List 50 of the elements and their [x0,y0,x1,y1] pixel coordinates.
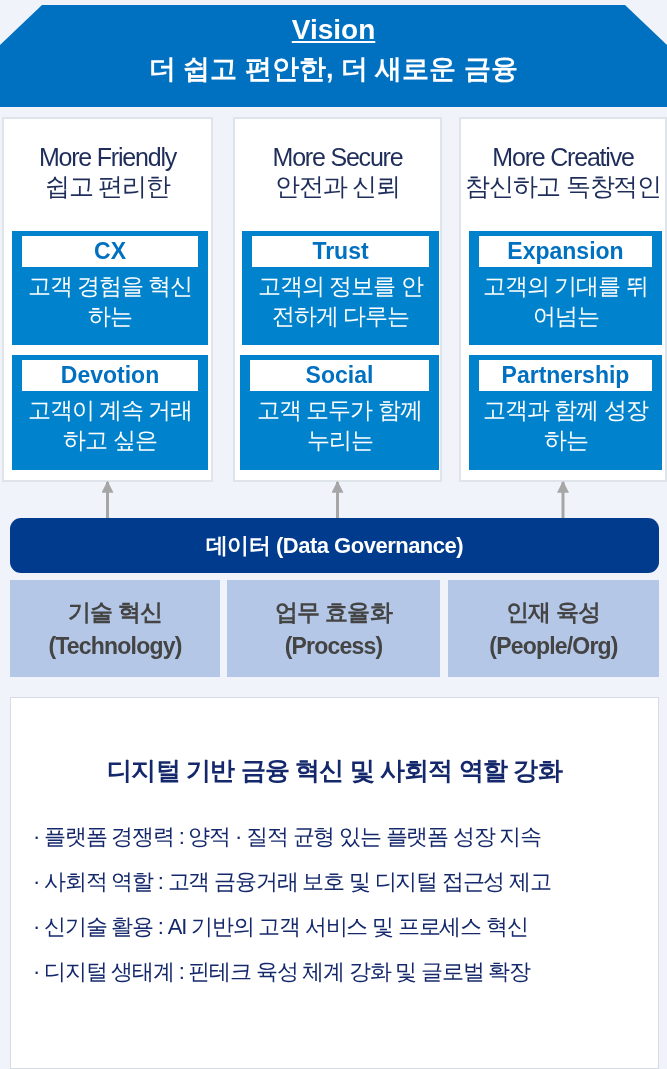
value-card [469,231,662,345]
bullet-item: · 플랫폼 경쟁력 : 양적 · 질적 균형 있는 플랫폼 성장 지속 [33,823,542,850]
column-subtitle: 참신하고 독창적인 [463,172,663,201]
pillar-column [459,117,667,482]
strategy-panel [10,697,659,1069]
foundation-title: 인재 육성 [505,598,602,627]
pillar-column [2,117,213,482]
foundation-subtitle: (Technology) [47,632,183,661]
arrow [557,480,569,518]
card-title: CX [22,236,198,267]
card-description: 고객과 함께 성장하는 [482,396,650,455]
foundation-block [10,580,220,677]
value-card [12,355,208,470]
panel-heading: 디지털 기반 금융 혁신 및 사회적 역할 강화 [106,755,564,786]
card-description: 고객이 계속 거래하고 싶은 [26,396,194,455]
foundation-subtitle: (People/Org) [488,632,619,661]
bullet-item: · 디지털 생태계 : 핀테크 육성 체계 강화 및 글로벌 확장 [33,958,532,985]
card-description: 고객의 기대를 뛰어넘는 [482,272,649,331]
bar-label: 데이터 (Data Governance) [205,531,464,560]
value-card [242,231,439,345]
value-card [12,231,208,345]
foundation-block [227,580,440,677]
card-description: 고객 경험을 혁신하는 [26,272,194,331]
bullet-item: · 신기술 활용 : AI 기반의 고객 서비스 및 프로세스 혁신 [33,913,529,940]
column-title: More Secure [271,143,404,172]
foundation-title: 업무 효율화 [274,598,394,627]
card-description: 고객 모두가 함께 누리는 [256,396,423,455]
arrow [331,480,344,518]
data-governance-bar [10,518,659,573]
foundation-block [448,580,659,677]
vision-statement: 더 쉽고 편안한, 더 새로운 금융 [148,53,519,86]
vision-heading: Vision [291,13,376,47]
vision-banner [0,5,667,107]
column-subtitle: 쉽고 편리한 [44,172,172,201]
arrow [101,480,114,518]
bullet-item: · 사회적 역할 : 고객 금융거래 보호 및 디지털 접근성 제고 [33,868,552,895]
column-title: More Creative [491,143,635,172]
pillar-column [233,117,442,482]
card-title: Expansion [479,236,652,267]
foundation-title: 기술 혁신 [66,598,164,627]
card-title: Partnership [479,360,652,391]
value-card [240,355,439,470]
column-subtitle: 안전과 신뢰 [274,172,401,201]
foundation-subtitle: (Process) [283,632,384,661]
value-card [469,355,662,470]
card-title: Social [250,360,429,391]
card-title: Trust [252,236,429,267]
card-title: Devotion [22,360,198,391]
column-title: More Friendly [37,143,178,172]
card-description: 고객의 정보를 안전하게 다루는 [257,272,425,331]
